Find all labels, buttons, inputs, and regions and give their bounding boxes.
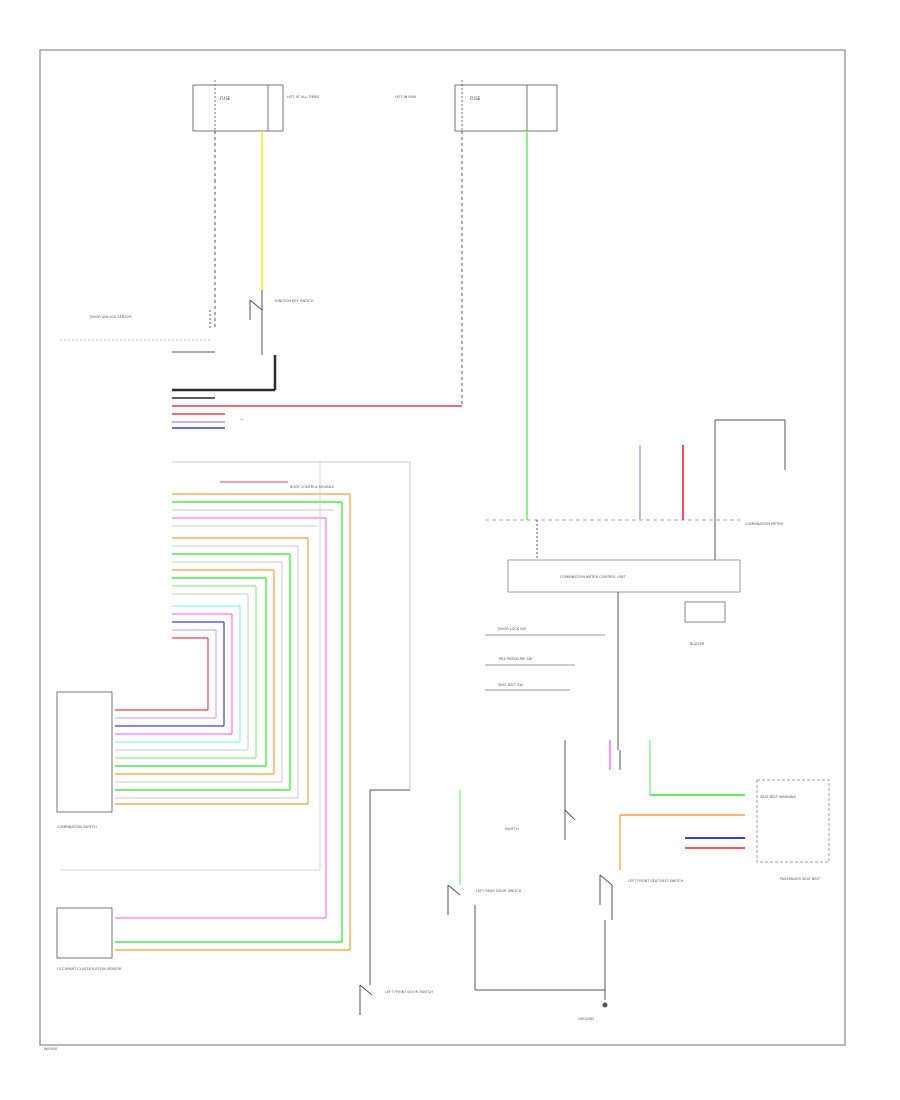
left-front-door-label: LEFT FRONT DOOR SWITCH bbox=[385, 990, 433, 994]
combination-meter-unit: COMBINATION METER CONTROL UNIT COMBINATI… bbox=[485, 419, 786, 750]
bcm-wire-bundle bbox=[172, 461, 411, 950]
buzzer-label: BUZZER bbox=[690, 642, 705, 646]
combination-switch: COMBINATION SWITCH bbox=[56, 691, 308, 829]
passenger-seat-belt-label: PASSENGER SEAT BELT bbox=[780, 877, 821, 881]
occupant-sensor: OCCUPANT CLASSIFICATION SENSOR bbox=[56, 907, 350, 971]
bcm-top-inputs: → bbox=[172, 351, 462, 429]
combination-meter-unit-label: COMBINATION METER CONTROL UNIT bbox=[560, 575, 627, 579]
diagram-frame bbox=[39, 49, 846, 1046]
hot-at-all-times-label: HOT AT ALL TIMES bbox=[287, 95, 320, 99]
combination-switch-label: COMBINATION SWITCH bbox=[57, 825, 97, 829]
lower-right-wiring: SEAT BELT WARNING PASSENGER SEAT BELT LE… bbox=[359, 740, 830, 1021]
left-rear-door-label: LEFT REAR DOOR SWITCH bbox=[476, 889, 522, 893]
fuse-right-label: FUSE bbox=[470, 96, 481, 101]
combination-meter-label: COMBINATION METER bbox=[745, 522, 784, 526]
seat-belt-label: SEAT BELT SW bbox=[498, 683, 523, 687]
tire-pressure-label: TIRE PRESSURE SW bbox=[497, 657, 533, 661]
ignition-key-label: IGNITION KEY SWITCH bbox=[275, 299, 314, 303]
ground-label: GROUND bbox=[578, 1017, 594, 1021]
fuse-block-right: FUSE HOT IN RUN bbox=[395, 80, 558, 132]
switch-input-rows: DOOR LOCK SW TIRE PRESSURE SW SEAT BELT … bbox=[485, 627, 605, 691]
seat-belt-warning-label: SEAT BELT WARNING bbox=[760, 795, 797, 799]
door-lock-label: DOOR LOCK SW bbox=[498, 627, 526, 631]
tpms-switch-label: SWITCH bbox=[505, 827, 519, 831]
footer-code: WJ0000 bbox=[44, 1047, 57, 1051]
fuse-left-label: FUSE bbox=[220, 96, 231, 101]
door-unlock-sensor-label: DOOR UNLOCK SENSOR bbox=[90, 315, 132, 319]
left-feed-wires: IGNITION KEY SWITCH DOOR UNLOCK SENSOR bbox=[60, 131, 314, 355]
fuse-block-left: FUSE HOT AT ALL TIMES bbox=[192, 80, 320, 132]
hot-in-run-label: HOT IN RUN bbox=[395, 95, 416, 99]
body-control-module-label: BODY CONTROL MODULE bbox=[290, 485, 334, 489]
occupant-sensor-label: OCCUPANT CLASSIFICATION SENSOR bbox=[57, 967, 122, 971]
combination-meter-ref: → bbox=[240, 418, 243, 422]
left-front-seat-belt-label: LEFT FRONT SEAT BELT SWITCH bbox=[628, 879, 684, 883]
